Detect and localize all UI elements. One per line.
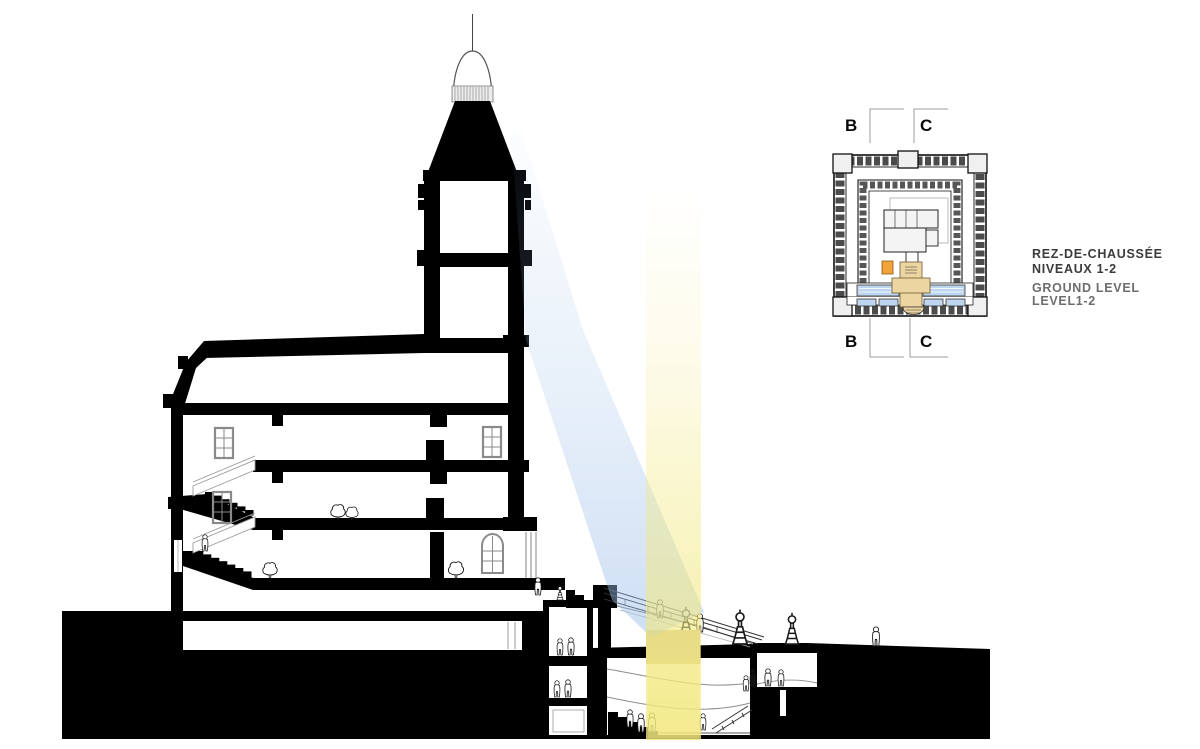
marker-line-bottom-b xyxy=(869,318,904,358)
person-portal-dark xyxy=(749,668,757,687)
caption-en-line2: LEVEL1-2 xyxy=(1032,294,1096,308)
marker-bottom-b: B xyxy=(845,332,857,351)
ground-mass xyxy=(62,600,990,739)
bush-second-floor-a xyxy=(330,504,346,521)
bush-ground-tower xyxy=(447,561,465,579)
attic-floor-slab xyxy=(183,403,508,415)
marker-line-top-b xyxy=(869,108,904,143)
tower-spire xyxy=(428,101,517,172)
elevator-cell-bottom xyxy=(549,706,587,735)
third-floor-slab xyxy=(253,460,508,472)
mansard-flare-low xyxy=(163,394,173,408)
lamp-terrace-b xyxy=(732,608,748,645)
bush-ground-left xyxy=(262,562,278,579)
person-at-colonnade xyxy=(534,577,542,596)
hall-escalator xyxy=(711,705,753,734)
marker-line-top-c xyxy=(913,108,948,143)
plan-corner-pavilions xyxy=(832,150,988,317)
plan-orange-room xyxy=(881,260,894,275)
railing-lower xyxy=(192,516,256,554)
spire-base-cornice xyxy=(423,170,526,181)
second-floor-slab xyxy=(253,518,508,530)
colonnade xyxy=(525,532,537,578)
tower-floor-band xyxy=(440,253,508,267)
marker-line-bottom-c xyxy=(909,318,948,358)
figures xyxy=(201,504,880,733)
stair-railings xyxy=(192,455,256,554)
plan-caption: REZ-DE-CHAUSSÉE NIVEAUX 1-2 GROUND LEVEL… xyxy=(1032,246,1163,308)
caption-fr-line1: REZ-DE-CHAUSSÉE xyxy=(1032,246,1163,261)
basement-corridor xyxy=(177,621,522,650)
marker-top-c: C xyxy=(920,116,932,135)
wedge-notch xyxy=(780,690,786,716)
underground-details xyxy=(507,622,818,735)
person-on-stair xyxy=(201,534,209,552)
plan-south-wing xyxy=(846,260,974,315)
tower-drum xyxy=(451,85,494,103)
lamp-terrace-c xyxy=(784,612,800,645)
plan-north-pavilion xyxy=(897,150,919,169)
person-far-right xyxy=(872,626,880,647)
stair-lower-steps xyxy=(195,551,252,578)
beam-yellow-core xyxy=(648,660,699,738)
colonnade-capital xyxy=(503,517,537,531)
railing-upper xyxy=(192,459,256,497)
plan-inset: B C B C xyxy=(832,108,988,358)
caption-fr-line2: NIVEAUX 1-2 xyxy=(1032,262,1117,276)
window-upper-right xyxy=(481,425,503,459)
tower-wall-left xyxy=(424,181,440,353)
stair-lower-soffit xyxy=(172,551,253,590)
ground-floor-slab xyxy=(253,578,565,590)
side-room-curve xyxy=(756,679,818,685)
windows xyxy=(174,425,504,574)
tower-roof-band xyxy=(424,338,524,353)
entrance-pier xyxy=(598,607,611,649)
tower xyxy=(417,14,537,578)
left-wall-door xyxy=(174,540,182,572)
window-arched xyxy=(481,533,504,574)
left-wall-mansard xyxy=(171,341,211,651)
section-marker-lines xyxy=(869,108,948,358)
plan-apse xyxy=(902,306,925,315)
window-upper-left xyxy=(213,426,235,460)
marker-bottom-c: C xyxy=(920,332,932,351)
plan-inner-ring-texture xyxy=(859,181,961,283)
light-beams xyxy=(511,130,704,740)
caption-en-line1: GROUND LEVEL xyxy=(1032,281,1140,295)
window-mid-left xyxy=(211,490,233,525)
marker-top-b: B xyxy=(845,116,857,135)
terrace-strip xyxy=(753,643,807,650)
elevator-pit-box xyxy=(552,709,585,733)
mansard-flare-high xyxy=(178,356,188,369)
plan-inner-ring-inner-edge xyxy=(868,190,952,283)
beam-yellow xyxy=(646,192,701,740)
plan-inner-ring-outline xyxy=(857,179,963,283)
building-section xyxy=(163,334,807,651)
roof-slab xyxy=(204,334,424,358)
